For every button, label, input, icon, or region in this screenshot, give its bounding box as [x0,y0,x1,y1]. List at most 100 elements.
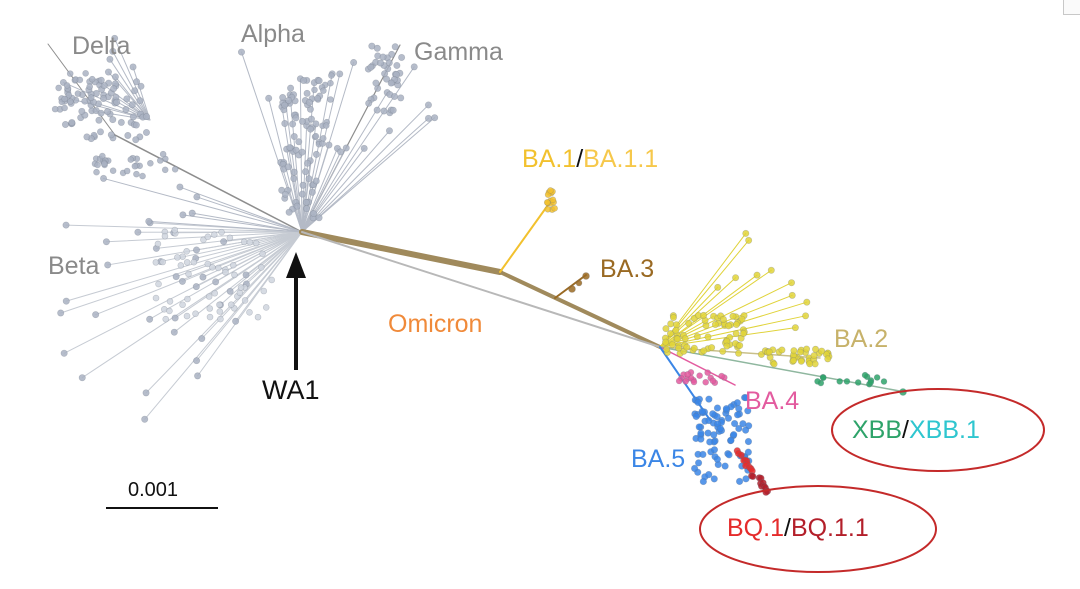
delta-node [161,166,169,174]
gamma-node [380,107,388,115]
xbb-node [873,374,881,381]
delta-branch [114,37,151,121]
beta-node [204,260,212,268]
ba2-node [738,315,746,323]
ba2-node [672,326,680,334]
delta-node [100,82,108,90]
beta-node [260,287,268,295]
beta-node [155,280,162,288]
delta-node [156,157,164,164]
ba2-node [725,322,733,330]
ba2-branch [788,279,796,287]
delta-branch [47,43,116,136]
delta-node [128,101,136,109]
beta-node [217,315,224,323]
delta-branch [106,55,114,63]
label-delta: Delta [72,32,131,60]
gamma-node [393,61,401,69]
beta-node [183,248,190,255]
ba2-node [778,346,786,354]
ba2-branch [714,283,722,291]
ba5-node [735,477,744,485]
gamma-node [383,75,391,83]
alpha-node [307,125,315,133]
delta-node [159,150,167,158]
delta-branch [182,214,303,233]
delta-node [93,168,100,176]
delta-node [132,121,140,129]
beta-branch [142,389,150,397]
beta-branch [194,372,202,380]
ba2-node [770,360,778,368]
delta-node [139,172,146,180]
beta-node [231,271,238,279]
beta-branch [134,228,142,236]
alpha-node [305,98,313,106]
ba5-node [716,424,724,433]
ba2-node [704,333,712,341]
delta-node [55,84,62,92]
delta-node [147,159,154,167]
ba4-node [682,378,689,385]
delta-node [65,91,73,99]
ba2-node [669,314,677,322]
delta-branch [179,211,187,219]
label-xbb: XBB [852,416,903,444]
delta-node [82,70,89,77]
delta-branch [114,76,151,121]
delta-branch [191,212,303,233]
beta-branch [145,231,303,394]
delta-node [97,76,105,84]
beta-branch [226,287,234,295]
gamma-node [387,79,395,87]
alpha-node [281,119,289,127]
ba2-branch [803,298,811,306]
alpha-node [312,150,320,158]
ba2-node [810,352,818,360]
ba5-node [733,399,741,407]
delta-node [103,108,111,116]
alpha-node [285,96,293,104]
ba2-branch [753,271,761,279]
ba2-branch [659,286,719,348]
ba2-branch [788,291,796,299]
delta-branch [132,66,151,121]
beta-node [246,309,253,316]
ba1-node [544,205,552,213]
gamma-node [397,94,405,102]
gamma-branch [301,147,338,233]
ba4-node [704,369,711,376]
beta-branch [92,311,100,319]
delta-node [132,136,140,144]
xbb-highlight-circle [831,388,1045,472]
ba2-node [732,321,740,329]
delta-branch [111,73,119,81]
gamma-node [373,44,381,52]
alpha-branch [280,161,303,233]
gamma-branch [301,117,436,233]
ba5-node [727,436,735,444]
ba5-node [710,475,718,483]
gamma-node [327,79,334,87]
beta-node [192,310,199,318]
ba2-node [667,320,675,328]
tree-branches [47,37,906,421]
label-xbb1: XBB.1 [908,416,980,444]
ba2-node [666,330,674,338]
label-ba5: BA.5 [631,445,686,473]
ba2-node [797,357,805,365]
alpha-node [298,148,306,156]
ba4-node [675,377,683,385]
beta-branch [174,231,303,319]
ba3-node [575,279,583,287]
ba2-node [719,347,727,355]
ba4-node [702,378,709,386]
beta-branch [60,231,303,314]
beta-node [185,270,192,278]
ba5-node [744,448,752,456]
label-bq1: BQ.1 [727,514,784,542]
bq-node [749,472,757,481]
alpha-node [284,163,292,171]
alpha-node [305,175,313,183]
ba4-node [709,377,717,385]
